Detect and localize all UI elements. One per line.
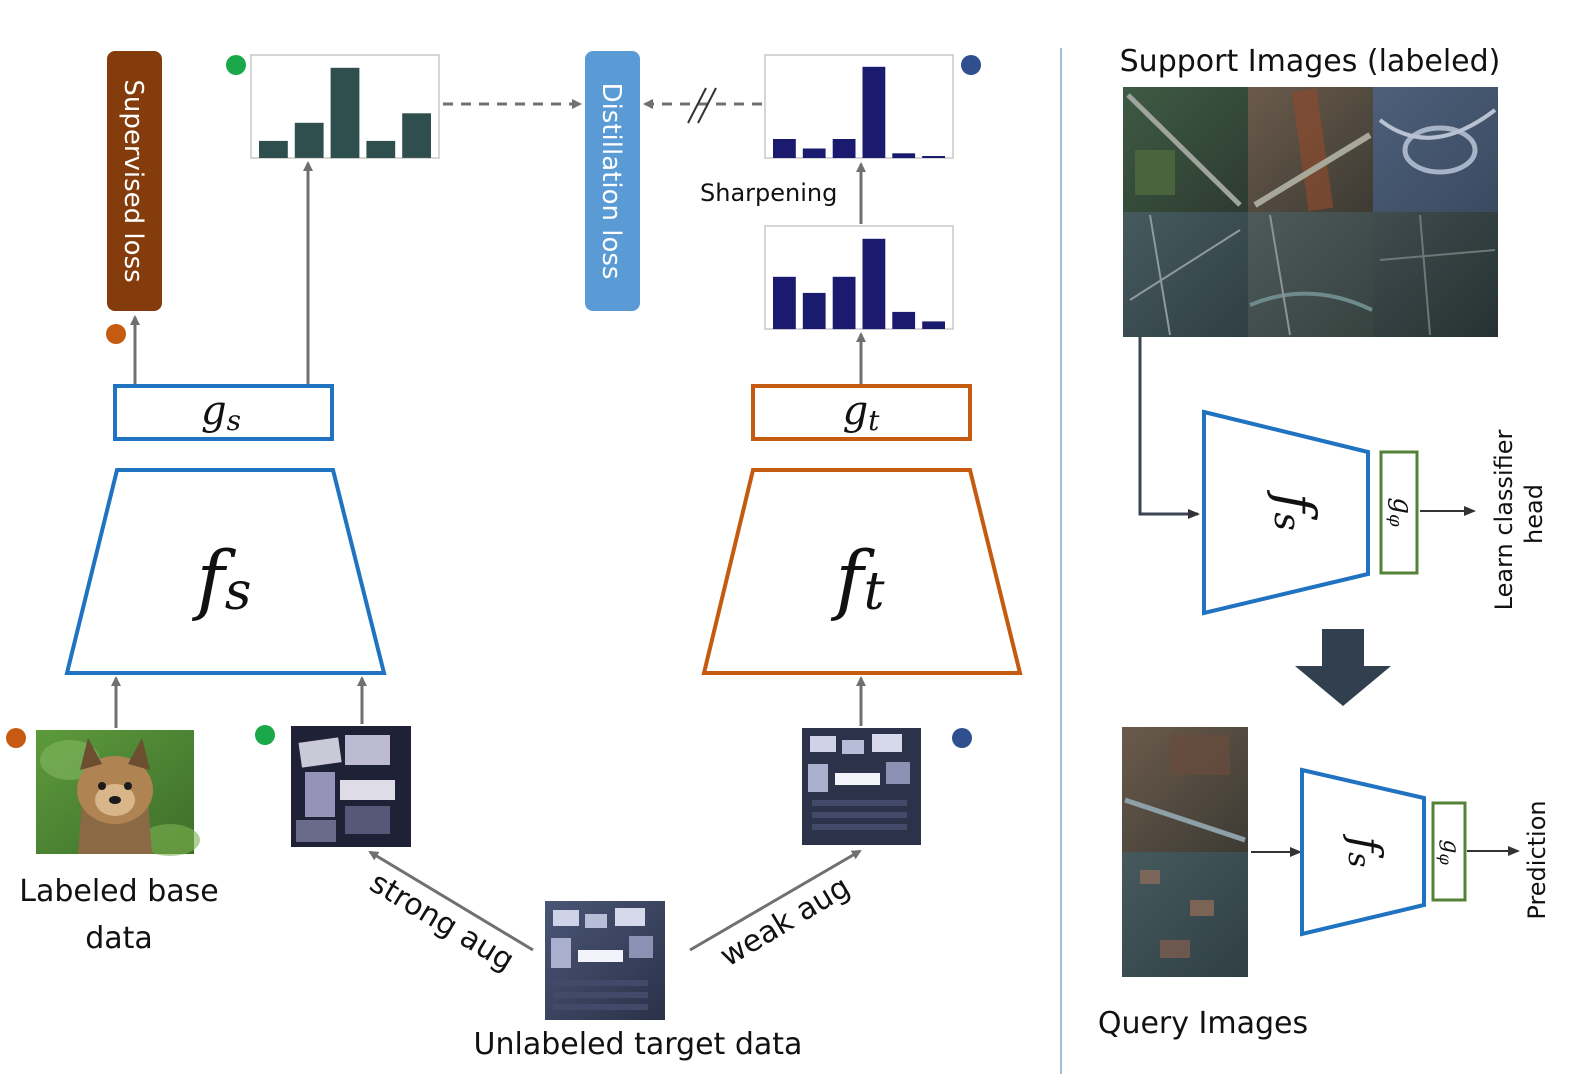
weak-aug-image (802, 728, 921, 845)
support-g-phi-subscript: φ (1385, 514, 1406, 527)
student-hist-bar-3 (330, 67, 360, 159)
distillation-loss-box: Distillation loss (585, 51, 640, 311)
svg-text:gφ: gφ (1436, 839, 1463, 865)
g-s-subscript: s (227, 404, 241, 437)
teacher-raw-histogram (764, 225, 954, 330)
student-histogram (250, 54, 440, 159)
query-f-s-encoder: fs (1300, 767, 1426, 937)
arrow-target-to-weak (689, 849, 862, 952)
student-hist-bar-2 (294, 122, 324, 158)
support-image-4 (1123, 212, 1248, 337)
supervised-loss-box: Supervised loss (107, 51, 162, 311)
teacher-raw-hist-bar-4 (862, 238, 886, 330)
support-g-phi-head: gφ (1379, 450, 1419, 575)
teacher-sharp-hist-bar-6 (922, 156, 945, 158)
teacher-sharpened-bars (773, 66, 945, 159)
support-image-3 (1373, 87, 1498, 212)
labeled-base-label-line1: Labeled base (19, 874, 218, 909)
dot-orange-labeled (6, 728, 26, 748)
g-t-symbol: g (843, 388, 869, 434)
f-s-encoder: fs (64, 468, 387, 675)
labeled-base-label-line2: data (85, 921, 153, 956)
teacher-sharp-hist-bar-2 (802, 148, 826, 158)
query-f-s-subscript: s (1341, 852, 1376, 867)
unlabeled-target-image (545, 901, 665, 1020)
query-images-title: Query Images (1098, 1006, 1308, 1041)
support-f-s-encoder: fs (1202, 409, 1370, 616)
svg-text:fs: fs (1341, 834, 1391, 868)
teacher-sharp-hist-bar-4 (862, 66, 886, 158)
g-s-head-box: gs (113, 384, 334, 441)
dot-green-student-hist (226, 55, 246, 75)
support-images-title: Support Images (labeled) (1120, 44, 1501, 79)
dot-blue-weak (952, 728, 972, 748)
arrow-support-to-fs (1138, 337, 1200, 519)
teacher-sharp-hist-bar-5 (892, 153, 916, 159)
teacher-raw-hist-bar-1 (773, 276, 796, 330)
support-f-s-subscript: s (1266, 512, 1307, 530)
learn-classifier-line2: head (1520, 484, 1548, 544)
support-image-5 (1248, 212, 1373, 337)
teacher-raw-hist-bar-5 (892, 311, 916, 329)
g-t-head-box: gt (751, 384, 972, 441)
supervised-loss-label: Supervised loss (118, 79, 148, 282)
strong-aug-label: strong aug (364, 865, 520, 978)
f-s-subscript: s (225, 562, 252, 622)
prediction-label: Prediction (1523, 800, 1551, 919)
dot-green-strong (255, 725, 275, 745)
teacher-sharp-hist-bar-1 (773, 139, 796, 158)
teacher-sharpened-histogram (764, 54, 954, 159)
unlabeled-target-label: Unlabeled target data (474, 1027, 803, 1062)
query-images-stack (1122, 727, 1248, 977)
distillation-loss-label: Distillation loss (596, 83, 626, 280)
big-down-arrow (1295, 629, 1391, 706)
teacher-raw-hist-bar-3 (832, 276, 856, 330)
f-t-subscript: t (864, 562, 885, 622)
student-hist-bar-1 (259, 140, 288, 158)
g-t-subscript: t (868, 404, 880, 437)
query-g-phi-subscript: φ (1436, 853, 1455, 865)
student-histogram-bars (259, 67, 431, 159)
svg-text:gφ: gφ (1385, 497, 1417, 527)
arrow-target-to-strong (368, 850, 534, 952)
labeled-base-image (36, 730, 200, 856)
g-s-symbol: g (201, 388, 227, 434)
support-g-phi-symbol: g (1387, 497, 1417, 514)
f-t-encoder: ft (701, 468, 1023, 675)
teacher-raw-hist-bar-2 (802, 292, 826, 329)
student-hist-bar-4 (366, 140, 396, 158)
dot-orange-supervised (106, 324, 126, 344)
strong-aug-image (291, 726, 411, 847)
svg-text:gs: gs (201, 388, 241, 437)
svg-text:fs: fs (1265, 489, 1325, 531)
query-g-phi-head: gφ (1431, 801, 1467, 902)
dot-blue-teacher-hist (961, 55, 981, 75)
teacher-raw-hist-bar-6 (922, 321, 945, 329)
svg-text:gt: gt (843, 388, 881, 437)
query-g-phi-symbol: g (1438, 839, 1463, 853)
student-hist-bar-5 (402, 113, 431, 158)
stop-gradient-mark (687, 87, 717, 124)
teacher-sharp-hist-bar-3 (832, 139, 856, 158)
teacher-raw-bars (773, 238, 945, 330)
support-image-6 (1373, 212, 1498, 337)
sharpening-label: Sharpening (700, 179, 837, 207)
learn-classifier-line1: Learn classifier (1490, 430, 1518, 611)
support-images-grid (1123, 87, 1498, 337)
